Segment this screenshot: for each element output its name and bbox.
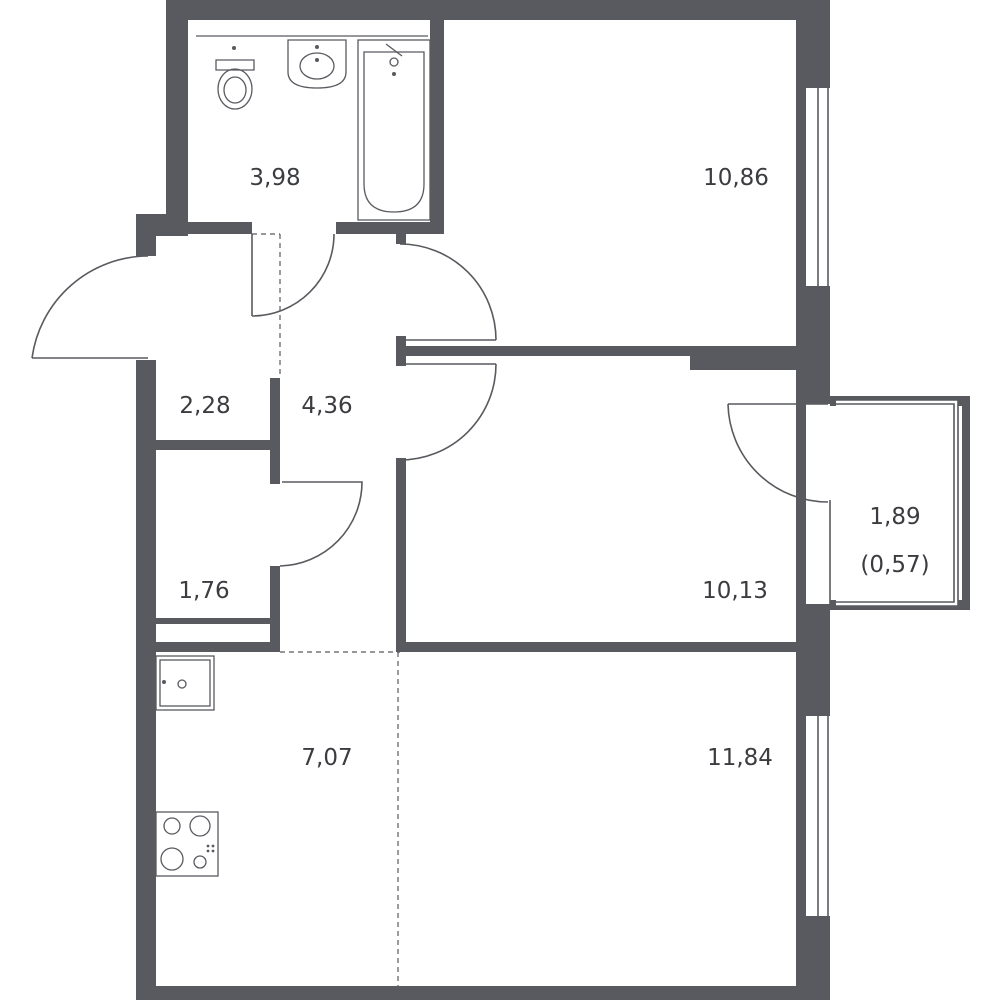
kitchen-sink-icon — [155, 655, 215, 711]
stove-icon — [155, 811, 219, 877]
hallway-area: 4,36 — [301, 393, 352, 419]
balcony-area: 1,89 — [869, 504, 920, 530]
bedroom-top-area: 10,86 — [703, 165, 769, 191]
sink-icon — [287, 39, 347, 89]
hallway-entry-area: 2,28 — [179, 393, 230, 419]
balcony-reduced-area: (0,57) — [860, 552, 929, 578]
door-bedroom-middle — [399, 363, 497, 461]
walls — [136, 0, 830, 1000]
closet-area: 1,76 — [178, 578, 229, 604]
balcony — [829, 396, 970, 610]
zone-boundaries — [252, 233, 400, 986]
door-bathroom — [251, 233, 335, 317]
kitchen-area: 7,07 — [301, 745, 352, 771]
windows — [817, 88, 829, 916]
window-living-room — [817, 716, 829, 916]
fixtures — [155, 35, 431, 877]
room-labels: 3,98 10,86 2,28 4,36 1,76 10,13 1,89 (0,… — [178, 165, 929, 771]
living-room-area: 11,84 — [707, 745, 773, 771]
bathroom-area: 3,98 — [249, 165, 300, 191]
door-closet — [279, 481, 363, 567]
door-entrance — [31, 255, 149, 359]
bathtub-icon — [357, 39, 431, 221]
toilet-icon — [196, 35, 428, 110]
window-bedroom-top — [817, 88, 829, 286]
door-bedroom-top — [399, 243, 497, 341]
door-balcony — [727, 403, 829, 503]
doors — [31, 233, 829, 567]
bedroom-middle-area: 10,13 — [702, 578, 768, 604]
